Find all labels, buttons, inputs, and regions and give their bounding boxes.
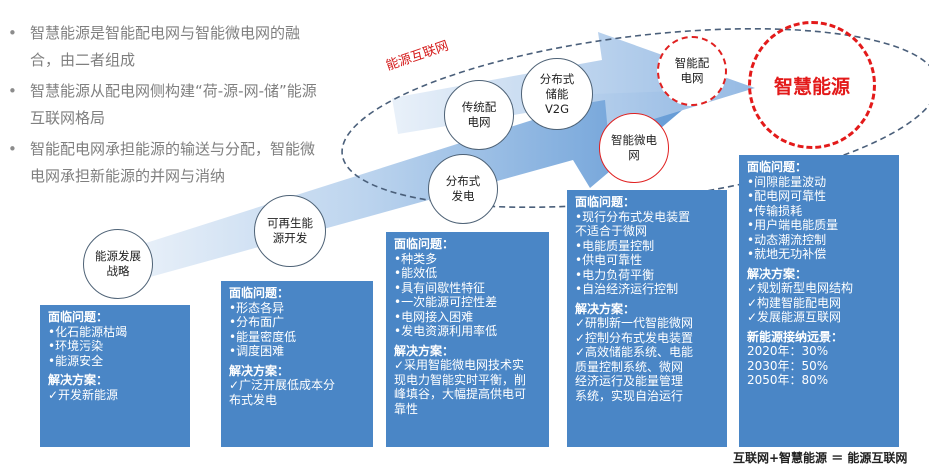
problem-item: •电网接入困难 bbox=[394, 309, 474, 324]
circle-label-line: 分布式 bbox=[539, 71, 575, 86]
circle-label-line: 电网 bbox=[467, 115, 491, 129]
problem-title: 面临问题： bbox=[48, 310, 109, 324]
smart-energy-label: 智慧能源 bbox=[773, 75, 850, 98]
problem-item: •形态各异 bbox=[229, 300, 285, 315]
smart-distgrid-circle: 智能配电网 bbox=[657, 36, 727, 106]
stage-box-microgrid: 面临问题： •现行分布式发电装置 不适合于微网 •电能质量控制 •供电可靠性 •… bbox=[567, 190, 727, 447]
bullet-text: 智能配电网承担能源的输送与分配，智能微电网承担新能源的并网与消纳 bbox=[30, 140, 316, 185]
problem-item: •用户端电能质量 bbox=[747, 218, 839, 232]
circle-label-line: 战略 bbox=[106, 264, 130, 278]
renewable-circle: 可再生能源开发 bbox=[254, 195, 326, 267]
main-growth-arrow bbox=[86, 90, 706, 292]
dev-strategy-circle: 能源发展战略 bbox=[83, 229, 153, 299]
problem-item: •具有间歇性特征 bbox=[394, 280, 486, 295]
problem-item: •电力负荷平衡 bbox=[575, 267, 655, 282]
solution-item: 峰填谷，大幅提高供电可 bbox=[394, 387, 527, 401]
solution-item: ✓规划新型电网结构 bbox=[747, 281, 854, 295]
problem-title: 面临问题： bbox=[394, 237, 455, 251]
circle-label-line: 源开发 bbox=[272, 231, 308, 245]
bullet-list: • 智慧能源是智能配电网与智能微电网的融合，由二者组成 • 智慧能源从配电网侧构… bbox=[8, 20, 328, 194]
solution-item: ✓开发新能源 bbox=[48, 387, 119, 402]
stage-box-strategy: 面临问题： •化石能源枯竭 •环境污染 •能源安全 解决方案： ✓开发新能源 bbox=[40, 305, 190, 447]
problem-item: •能效低 bbox=[394, 266, 438, 280]
circle-label-line: 分布式 bbox=[445, 174, 481, 188]
solution-item: 靠性 bbox=[394, 401, 419, 416]
stage-box-smart-energy: 面临问题： •间隙能量波动 •配电网可靠性 •传输损耗 •用户端电能质量 •动态… bbox=[739, 155, 899, 447]
solution-title: 解决方案： bbox=[575, 301, 636, 316]
solution-item: 系统，实现自治运行 bbox=[575, 388, 684, 403]
distributed-gen-circle: 分布式发电 bbox=[428, 154, 498, 224]
problem-item: •种类多 bbox=[394, 251, 438, 266]
smart-energy-circle: 智慧能源 bbox=[748, 21, 876, 149]
circle-label-line: V2G bbox=[544, 101, 570, 116]
bullet-dot: • bbox=[8, 24, 17, 42]
circle-label-line: 传统配 bbox=[461, 100, 497, 114]
vision-title: 新能源接纳远景： bbox=[747, 329, 844, 344]
bullet-text: 智慧能源是智能配电网与智能微电网的融合，由二者组成 bbox=[30, 24, 301, 69]
problem-item: •化石能源枯竭 bbox=[48, 324, 128, 339]
solution-item: 现电力智能实时平衡，削 bbox=[394, 372, 527, 387]
problem-item: •传输损耗 bbox=[747, 203, 803, 218]
problem-title: 面临问题： bbox=[229, 286, 290, 300]
solution-title: 解决方案： bbox=[394, 343, 455, 358]
circle-label-line: 能源发展 bbox=[95, 249, 141, 263]
problem-item: •就地无功补偿 bbox=[747, 247, 827, 261]
circle-label-line: 可再生能 bbox=[267, 216, 313, 230]
circle-label-line: 智能配 bbox=[674, 56, 710, 70]
problem-item: •电能质量控制 bbox=[575, 238, 655, 253]
vision-item: 2030年：50% bbox=[747, 358, 829, 373]
footer-formula: 互联网+智慧能源 ＝ 能源互联网 bbox=[733, 451, 908, 465]
circle-label-line: 储能 bbox=[545, 86, 569, 101]
bullet-text: 智慧能源从配电网侧构建“荷-源-网-储”能源互联网格局 bbox=[30, 82, 317, 127]
stage-box-renewable: 面临问题： •形态各异 •分布面广 •能量密度低 •调度困难 解决方案： ✓广泛… bbox=[221, 281, 373, 447]
problem-item: •调度困难 bbox=[229, 344, 285, 358]
solution-item: ✓广泛开展低成本分 bbox=[229, 378, 336, 392]
bullet-item: • 智慧能源是智能配电网与智能微电网的融合，由二者组成 bbox=[8, 20, 328, 74]
circle-label-line: 智能微电 bbox=[611, 133, 657, 147]
solution-item: 经济运行及能量管理 bbox=[575, 374, 684, 388]
solution-title: 解决方案： bbox=[229, 363, 290, 378]
solution-item: 布式发电 bbox=[229, 392, 278, 407]
problem-item: •分布面广 bbox=[229, 315, 285, 329]
solution-item: ✓高效储能系统、电能 bbox=[575, 345, 694, 359]
solution-title: 解决方案： bbox=[747, 266, 808, 281]
solution-item: ✓采用智能微电网技术实 bbox=[394, 358, 525, 372]
vision-item: 2020年：30% bbox=[747, 344, 829, 358]
bullet-dot: • bbox=[8, 82, 17, 100]
stage-box-distributed: 面临问题： •种类多 •能效低 •具有间歇性特征 •一次能源可控性差 •电网接入… bbox=[386, 232, 549, 447]
traditional-grid-circle: 传统配电网 bbox=[444, 80, 514, 150]
problem-item: •自治经济运行控制 bbox=[575, 282, 679, 296]
problem-item: •一次能源可控性差 bbox=[394, 295, 498, 309]
solution-item: 质量控制系统、微网 bbox=[575, 359, 684, 374]
problem-title: 面临问题： bbox=[747, 160, 808, 174]
problem-item: •动态潮流控制 bbox=[747, 232, 827, 247]
vision-item: 2050年：80% bbox=[747, 373, 829, 387]
problem-item: •间隙能量波动 bbox=[747, 174, 827, 189]
circle-label-line: 发电 bbox=[451, 189, 475, 203]
problem-item: 不适合于微网 bbox=[575, 224, 648, 238]
bullet-item: • 智慧能源从配电网侧构建“荷-源-网-储”能源互联网格局 bbox=[8, 78, 328, 132]
problem-item: •能源安全 bbox=[48, 353, 104, 368]
solution-item: ✓研制新一代智能微网 bbox=[575, 316, 694, 330]
bullet-item: • 智能配电网承担能源的输送与分配，智能微电网承担新能源的并网与消纳 bbox=[8, 136, 328, 190]
circle-label-line: 网 bbox=[628, 148, 640, 162]
problem-item: •现行分布式发电装置 bbox=[575, 209, 691, 224]
smart-microgrid-circle: 智能微电网 bbox=[599, 113, 669, 183]
problem-item: •发电资源利用率低 bbox=[394, 324, 498, 338]
problem-item: •环境污染 bbox=[48, 339, 104, 353]
solution-title: 解决方案： bbox=[48, 373, 109, 387]
problem-item: •配电网可靠性 bbox=[747, 189, 827, 203]
bullet-dot: • bbox=[8, 140, 17, 158]
solution-item: ✓发展能源互联网 bbox=[747, 310, 842, 324]
circle-label-line: 电网 bbox=[680, 71, 704, 85]
problem-item: •供电可靠性 bbox=[575, 253, 643, 267]
solution-item: ✓控制分布式发电装置 bbox=[575, 330, 694, 345]
problem-title: 面临问题： bbox=[575, 195, 636, 209]
problem-item: •能量密度低 bbox=[229, 329, 297, 344]
solution-item: ✓构建智能配电网 bbox=[747, 295, 842, 310]
